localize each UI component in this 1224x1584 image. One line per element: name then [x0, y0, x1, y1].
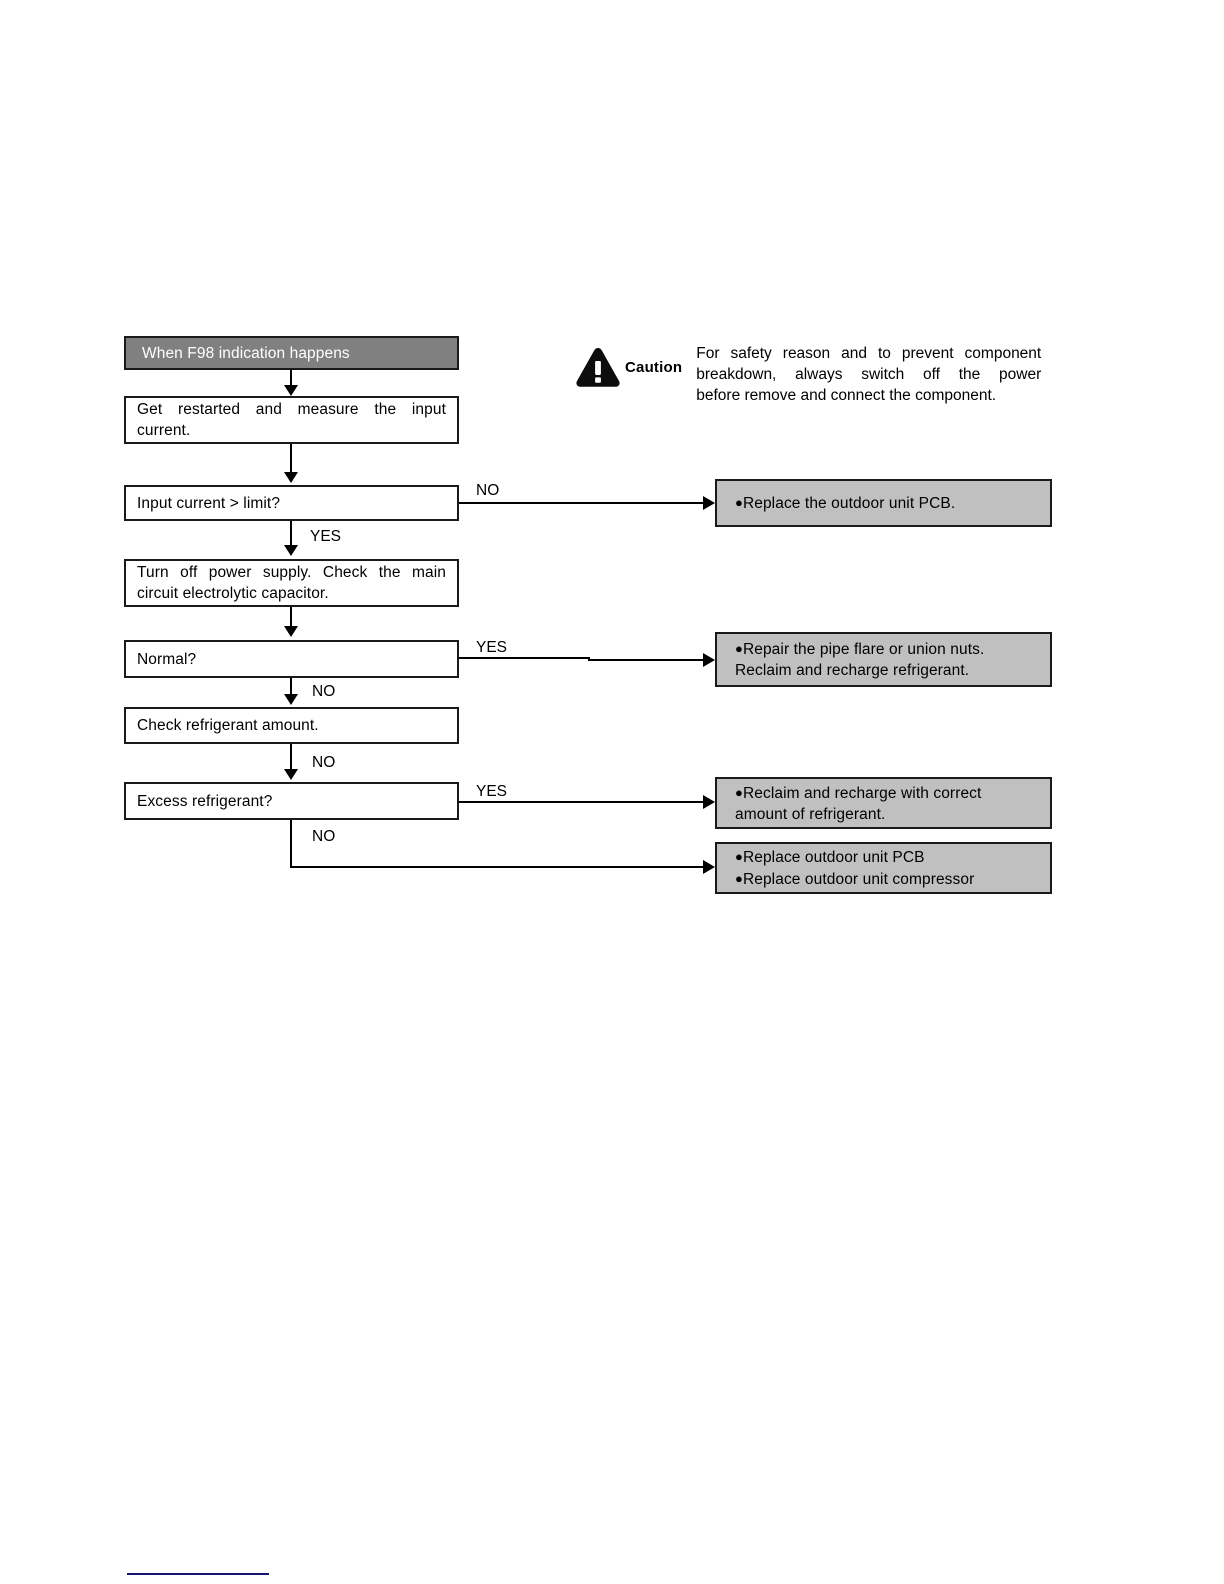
- step-restart-box: Get restarted and measure the input curr…: [124, 396, 459, 444]
- arrowhead-normal-no: [284, 694, 298, 705]
- connector-excess-no-horizontal: [290, 866, 704, 868]
- branch-label-input-current-yes: YES: [310, 528, 342, 545]
- branch-label-normal-yes: YES: [476, 639, 508, 656]
- connector-check-refrigerant-no: [290, 744, 292, 770]
- arrowhead-excess-yes: [703, 795, 715, 809]
- decision-excess-refrigerant-label: Excess refrigerant?: [137, 792, 273, 810]
- step-restart-line-2: current.: [137, 422, 191, 439]
- warning-triangle-icon: [575, 346, 621, 388]
- bullet-icon: ●: [735, 871, 743, 886]
- caution-text-line-1: For safety reason and to prevent compone…: [696, 345, 1042, 362]
- connector-input-current-yes: [290, 521, 292, 546]
- result-repair-pipe-flare-line-1: ●Repair the pipe flare or union nuts.: [735, 641, 985, 658]
- result-replace-pcb-box: ●Replace the outdoor unit PCB.: [715, 479, 1052, 527]
- branch-label-normal-no: NO: [312, 683, 336, 700]
- flow-header-box: When F98 indication happens: [124, 336, 459, 370]
- step-check-refrigerant-box: Check refrigerant amount.: [124, 707, 459, 744]
- connector-normal-yes-step: [588, 657, 590, 660]
- decision-excess-refrigerant-box: Excess refrigerant?: [124, 782, 459, 820]
- connector-normal-no: [290, 678, 292, 695]
- arrowhead-input-current-yes: [284, 545, 298, 556]
- arrowhead-input-current-no: [703, 496, 715, 510]
- result-repair-pipe-flare-line-2: Reclaim and recharge refrigerant.: [735, 662, 970, 679]
- step-check-refrigerant-label: Check refrigerant amount.: [137, 717, 319, 734]
- caution-text: For safety reason and to prevent compone…: [696, 343, 1041, 406]
- arrowhead-normal-yes: [703, 653, 715, 667]
- connector-normal-yes-seg2: [588, 659, 704, 661]
- decision-input-current-box: Input current > limit?: [124, 485, 459, 521]
- step-power-off-line-2: circuit electrolytic capacitor.: [137, 585, 329, 602]
- arrowhead-power-off-to-normal: [284, 626, 298, 637]
- decision-normal-label: Normal?: [137, 650, 197, 668]
- result-replace-pcb-compressor-line-2: ●Replace outdoor unit compressor: [735, 871, 975, 888]
- caution-label: Caution: [625, 358, 683, 376]
- arrowhead-header-to-restart: [284, 385, 298, 396]
- footer-rule: [127, 1573, 269, 1575]
- step-power-off-line-1: Turn off power supply. Check the main: [137, 564, 446, 581]
- caution-icon-group: Caution: [575, 346, 682, 388]
- step-restart-line-1: Get restarted and measure the input: [137, 401, 446, 418]
- connector-excess-yes: [459, 801, 704, 803]
- connector-excess-no-vertical: [290, 820, 292, 868]
- connector-normal-yes-seg1: [459, 657, 589, 659]
- branch-label-input-current-no: NO: [476, 482, 500, 499]
- result-replace-pcb-line-1: ●Replace the outdoor unit PCB.: [735, 495, 956, 512]
- result-reclaim-recharge-box: ●Reclaim and recharge with correct amoun…: [715, 777, 1052, 829]
- bullet-icon: ●: [735, 641, 743, 656]
- step-power-off-box: Turn off power supply. Check the main ci…: [124, 559, 459, 607]
- bullet-icon: ●: [735, 784, 743, 800]
- branch-label-excess-yes: YES: [476, 783, 508, 800]
- connector-header-to-restart: [290, 370, 292, 387]
- bullet-icon: ●: [735, 495, 743, 510]
- branch-label-check-refrigerant-no: NO: [312, 754, 336, 771]
- caution-text-line-3: before remove and connect the component.: [696, 387, 997, 404]
- result-replace-pcb-compressor-box: ●Replace outdoor unit PCB ●Replace outdo…: [715, 842, 1052, 894]
- flow-header-label: When F98 indication happens: [142, 344, 350, 362]
- result-repair-pipe-flare-box: ●Repair the pipe flare or union nuts. Re…: [715, 632, 1052, 687]
- caution-note: Caution For safety reason and to prevent…: [575, 338, 1055, 406]
- connector-power-off-to-normal: [290, 607, 292, 627]
- arrowhead-excess-no: [703, 860, 715, 874]
- caution-text-line-2: breakdown, always switch off the power: [696, 366, 1042, 383]
- bullet-icon: ●: [735, 849, 743, 864]
- branch-label-excess-no: NO: [312, 828, 336, 845]
- arrowhead-check-refrigerant-no: [284, 769, 298, 780]
- connector-restart-to-input-current: [290, 444, 292, 473]
- result-reclaim-recharge-line-2: amount of refrigerant.: [735, 805, 886, 823]
- connector-input-current-no: [459, 502, 704, 504]
- result-replace-pcb-compressor-line-1: ●Replace outdoor unit PCB: [735, 849, 925, 866]
- arrowhead-restart-to-input-current: [284, 472, 298, 483]
- result-reclaim-recharge-line-1: ●Reclaim and recharge with correct: [735, 784, 982, 802]
- decision-input-current-label: Input current > limit?: [137, 494, 281, 512]
- decision-normal-box: Normal?: [124, 640, 459, 678]
